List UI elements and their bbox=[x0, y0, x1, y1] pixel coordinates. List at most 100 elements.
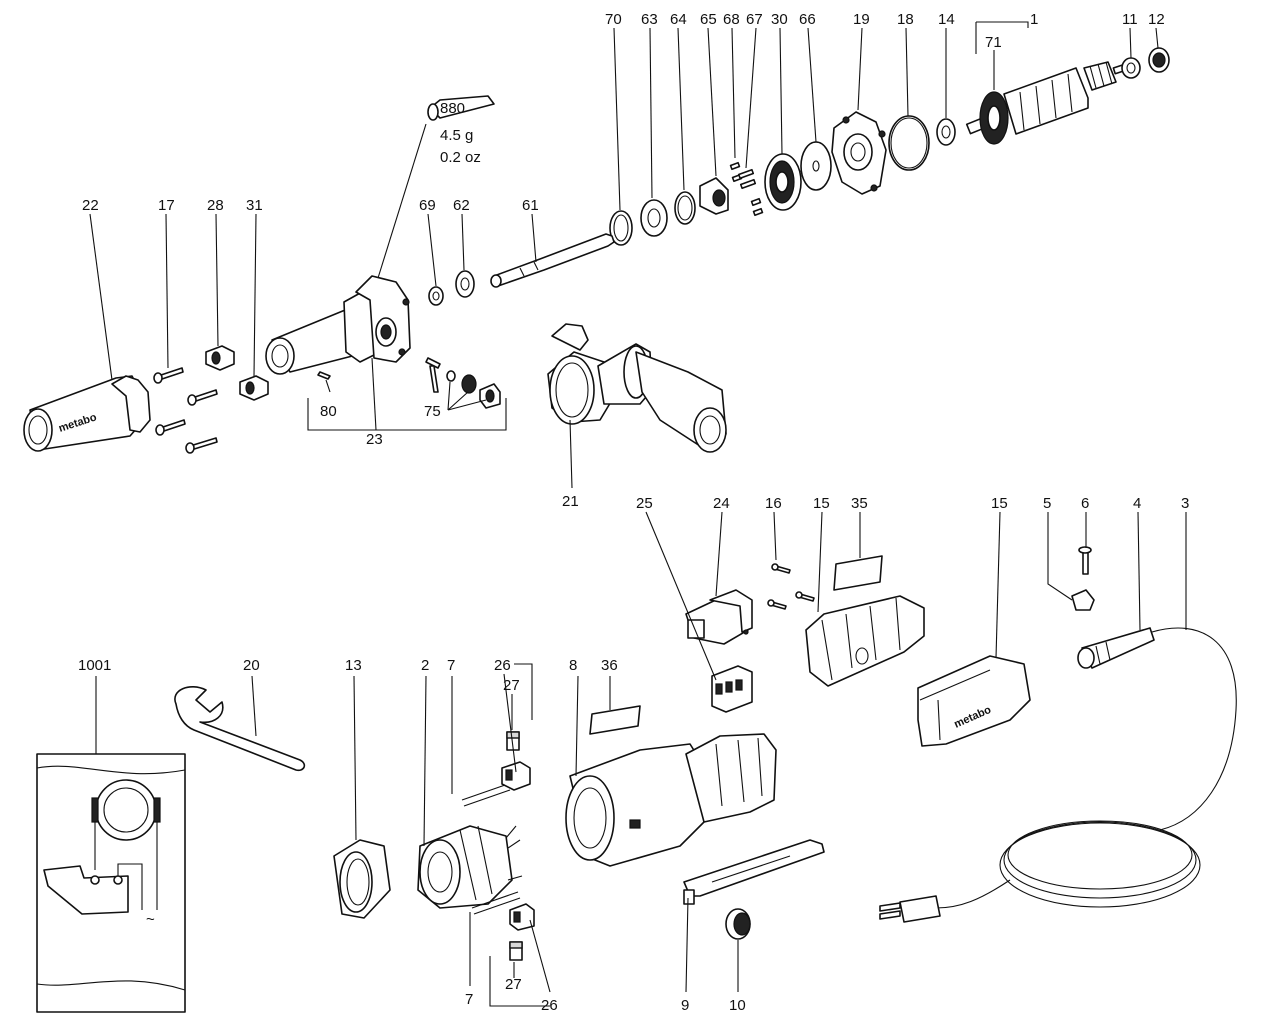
ac-symbol-icon: ~ bbox=[146, 911, 155, 928]
label-80: 80 bbox=[320, 403, 337, 420]
part-number-labels: 70 63 64 65 68 67 30 66 19 18 14 1 11 12… bbox=[78, 11, 1189, 1014]
label-62: 62 bbox=[453, 197, 470, 214]
part-2-field bbox=[417, 825, 523, 909]
part-63-bearing bbox=[640, 199, 668, 237]
part-25-electronics bbox=[711, 665, 753, 713]
part-31-nut bbox=[239, 375, 269, 401]
part-18-o-ring bbox=[888, 115, 930, 171]
label-18: 18 bbox=[897, 11, 914, 28]
label-36: 36 bbox=[601, 657, 618, 674]
part-19-bearing-plate bbox=[831, 111, 887, 195]
part-15-cover-outer: metabo bbox=[917, 655, 1031, 747]
label-7-bottom: 7 bbox=[465, 991, 473, 1008]
part-9-slider bbox=[683, 839, 825, 905]
label-23: 23 bbox=[366, 431, 383, 448]
part-4-cable-sleeve bbox=[1077, 627, 1155, 669]
part-26-brush-holder-top bbox=[501, 761, 531, 791]
label-69: 69 bbox=[419, 197, 436, 214]
label-28: 28 bbox=[207, 197, 224, 214]
part-20-wrench bbox=[174, 686, 306, 772]
part-16-screws bbox=[767, 563, 815, 610]
label-21: 21 bbox=[562, 493, 579, 510]
label-63: 63 bbox=[641, 11, 658, 28]
label-1001: 1001 bbox=[78, 657, 111, 674]
part-11-washer bbox=[1121, 57, 1141, 79]
label-25: 25 bbox=[636, 495, 653, 512]
label-6: 6 bbox=[1081, 495, 1089, 512]
label-5: 5 bbox=[1043, 495, 1051, 512]
part-14-bearing bbox=[936, 118, 956, 146]
label-35: 35 bbox=[851, 495, 868, 512]
label-24: 24 bbox=[713, 495, 730, 512]
part-13-ring bbox=[333, 839, 391, 919]
part-62-bearing bbox=[455, 270, 475, 298]
label-27-bottom: 27 bbox=[505, 976, 522, 993]
label-71: 71 bbox=[985, 34, 1002, 51]
part-75-kit bbox=[425, 357, 501, 409]
part-1-armature bbox=[965, 61, 1130, 145]
label-19: 19 bbox=[853, 11, 870, 28]
part-1001-wiring-diagram: ~ bbox=[36, 753, 186, 1013]
part-8-motor-housing bbox=[565, 733, 777, 867]
label-70: 70 bbox=[605, 11, 622, 28]
part-12-bearing bbox=[1148, 47, 1170, 73]
part-22-nose-cap: metabo bbox=[23, 375, 151, 452]
label-14: 14 bbox=[938, 11, 955, 28]
label-15-inner: 15 bbox=[813, 495, 830, 512]
label-65: 65 bbox=[700, 11, 717, 28]
label-30: 30 bbox=[771, 11, 788, 28]
part-17-screws bbox=[153, 367, 218, 454]
part-35-label bbox=[833, 555, 883, 591]
label-13: 13 bbox=[345, 657, 362, 674]
part-5-clamp bbox=[1071, 589, 1095, 611]
label-75: 75 bbox=[424, 403, 441, 420]
label-11: 11 bbox=[1122, 11, 1138, 28]
grease-weight-g: 4.5 g bbox=[440, 127, 473, 144]
part-21-side-handle bbox=[547, 323, 727, 453]
label-9: 9 bbox=[681, 997, 689, 1014]
grease-weight-oz: 0.2 oz bbox=[440, 149, 481, 166]
part-24-switch bbox=[685, 589, 753, 645]
part-26-brush-holder-bottom bbox=[509, 903, 535, 931]
part-10-button bbox=[725, 908, 751, 940]
part-80-pin bbox=[317, 371, 331, 380]
label-26-top: 26 bbox=[494, 657, 511, 674]
part-7-spring-bottom bbox=[471, 891, 521, 915]
grease-tube-icon: 880 4.5 g 0.2 oz bbox=[427, 95, 495, 166]
label-17: 17 bbox=[158, 197, 175, 214]
label-64: 64 bbox=[670, 11, 687, 28]
part-64-ring bbox=[674, 191, 696, 225]
part-66-disc bbox=[800, 141, 832, 191]
part-6-screw bbox=[1078, 546, 1092, 575]
label-8: 8 bbox=[569, 657, 577, 674]
label-61: 61 bbox=[522, 197, 539, 214]
part-68-pins bbox=[729, 161, 764, 217]
part-36-label bbox=[589, 705, 641, 735]
label-68: 68 bbox=[723, 11, 740, 28]
grease-code: 880 bbox=[440, 100, 465, 117]
part-67-pins bbox=[737, 168, 757, 190]
label-10: 10 bbox=[729, 997, 746, 1014]
part-3-cable bbox=[879, 627, 1237, 923]
label-4: 4 bbox=[1133, 495, 1141, 512]
part-7-spring-top bbox=[461, 783, 511, 807]
label-26-bottom: 26 bbox=[541, 997, 558, 1014]
part-23-gear-housing bbox=[265, 275, 411, 375]
leader-lines bbox=[89, 21, 1187, 1007]
label-22: 22 bbox=[82, 197, 99, 214]
part-27-brush-bottom bbox=[509, 941, 523, 961]
label-7-top: 7 bbox=[447, 657, 455, 674]
part-69-washer bbox=[428, 286, 444, 306]
part-28-nut bbox=[205, 345, 235, 371]
label-16: 16 bbox=[765, 495, 782, 512]
label-2: 2 bbox=[421, 657, 429, 674]
part-30-gear bbox=[764, 153, 802, 211]
label-12: 12 bbox=[1148, 11, 1165, 28]
label-3: 3 bbox=[1181, 495, 1189, 512]
part-15-cover-inner bbox=[805, 595, 925, 687]
part-61-spindle bbox=[490, 233, 615, 288]
label-67: 67 bbox=[746, 11, 763, 28]
label-15-outer: 15 bbox=[991, 495, 1008, 512]
label-66: 66 bbox=[799, 11, 816, 28]
